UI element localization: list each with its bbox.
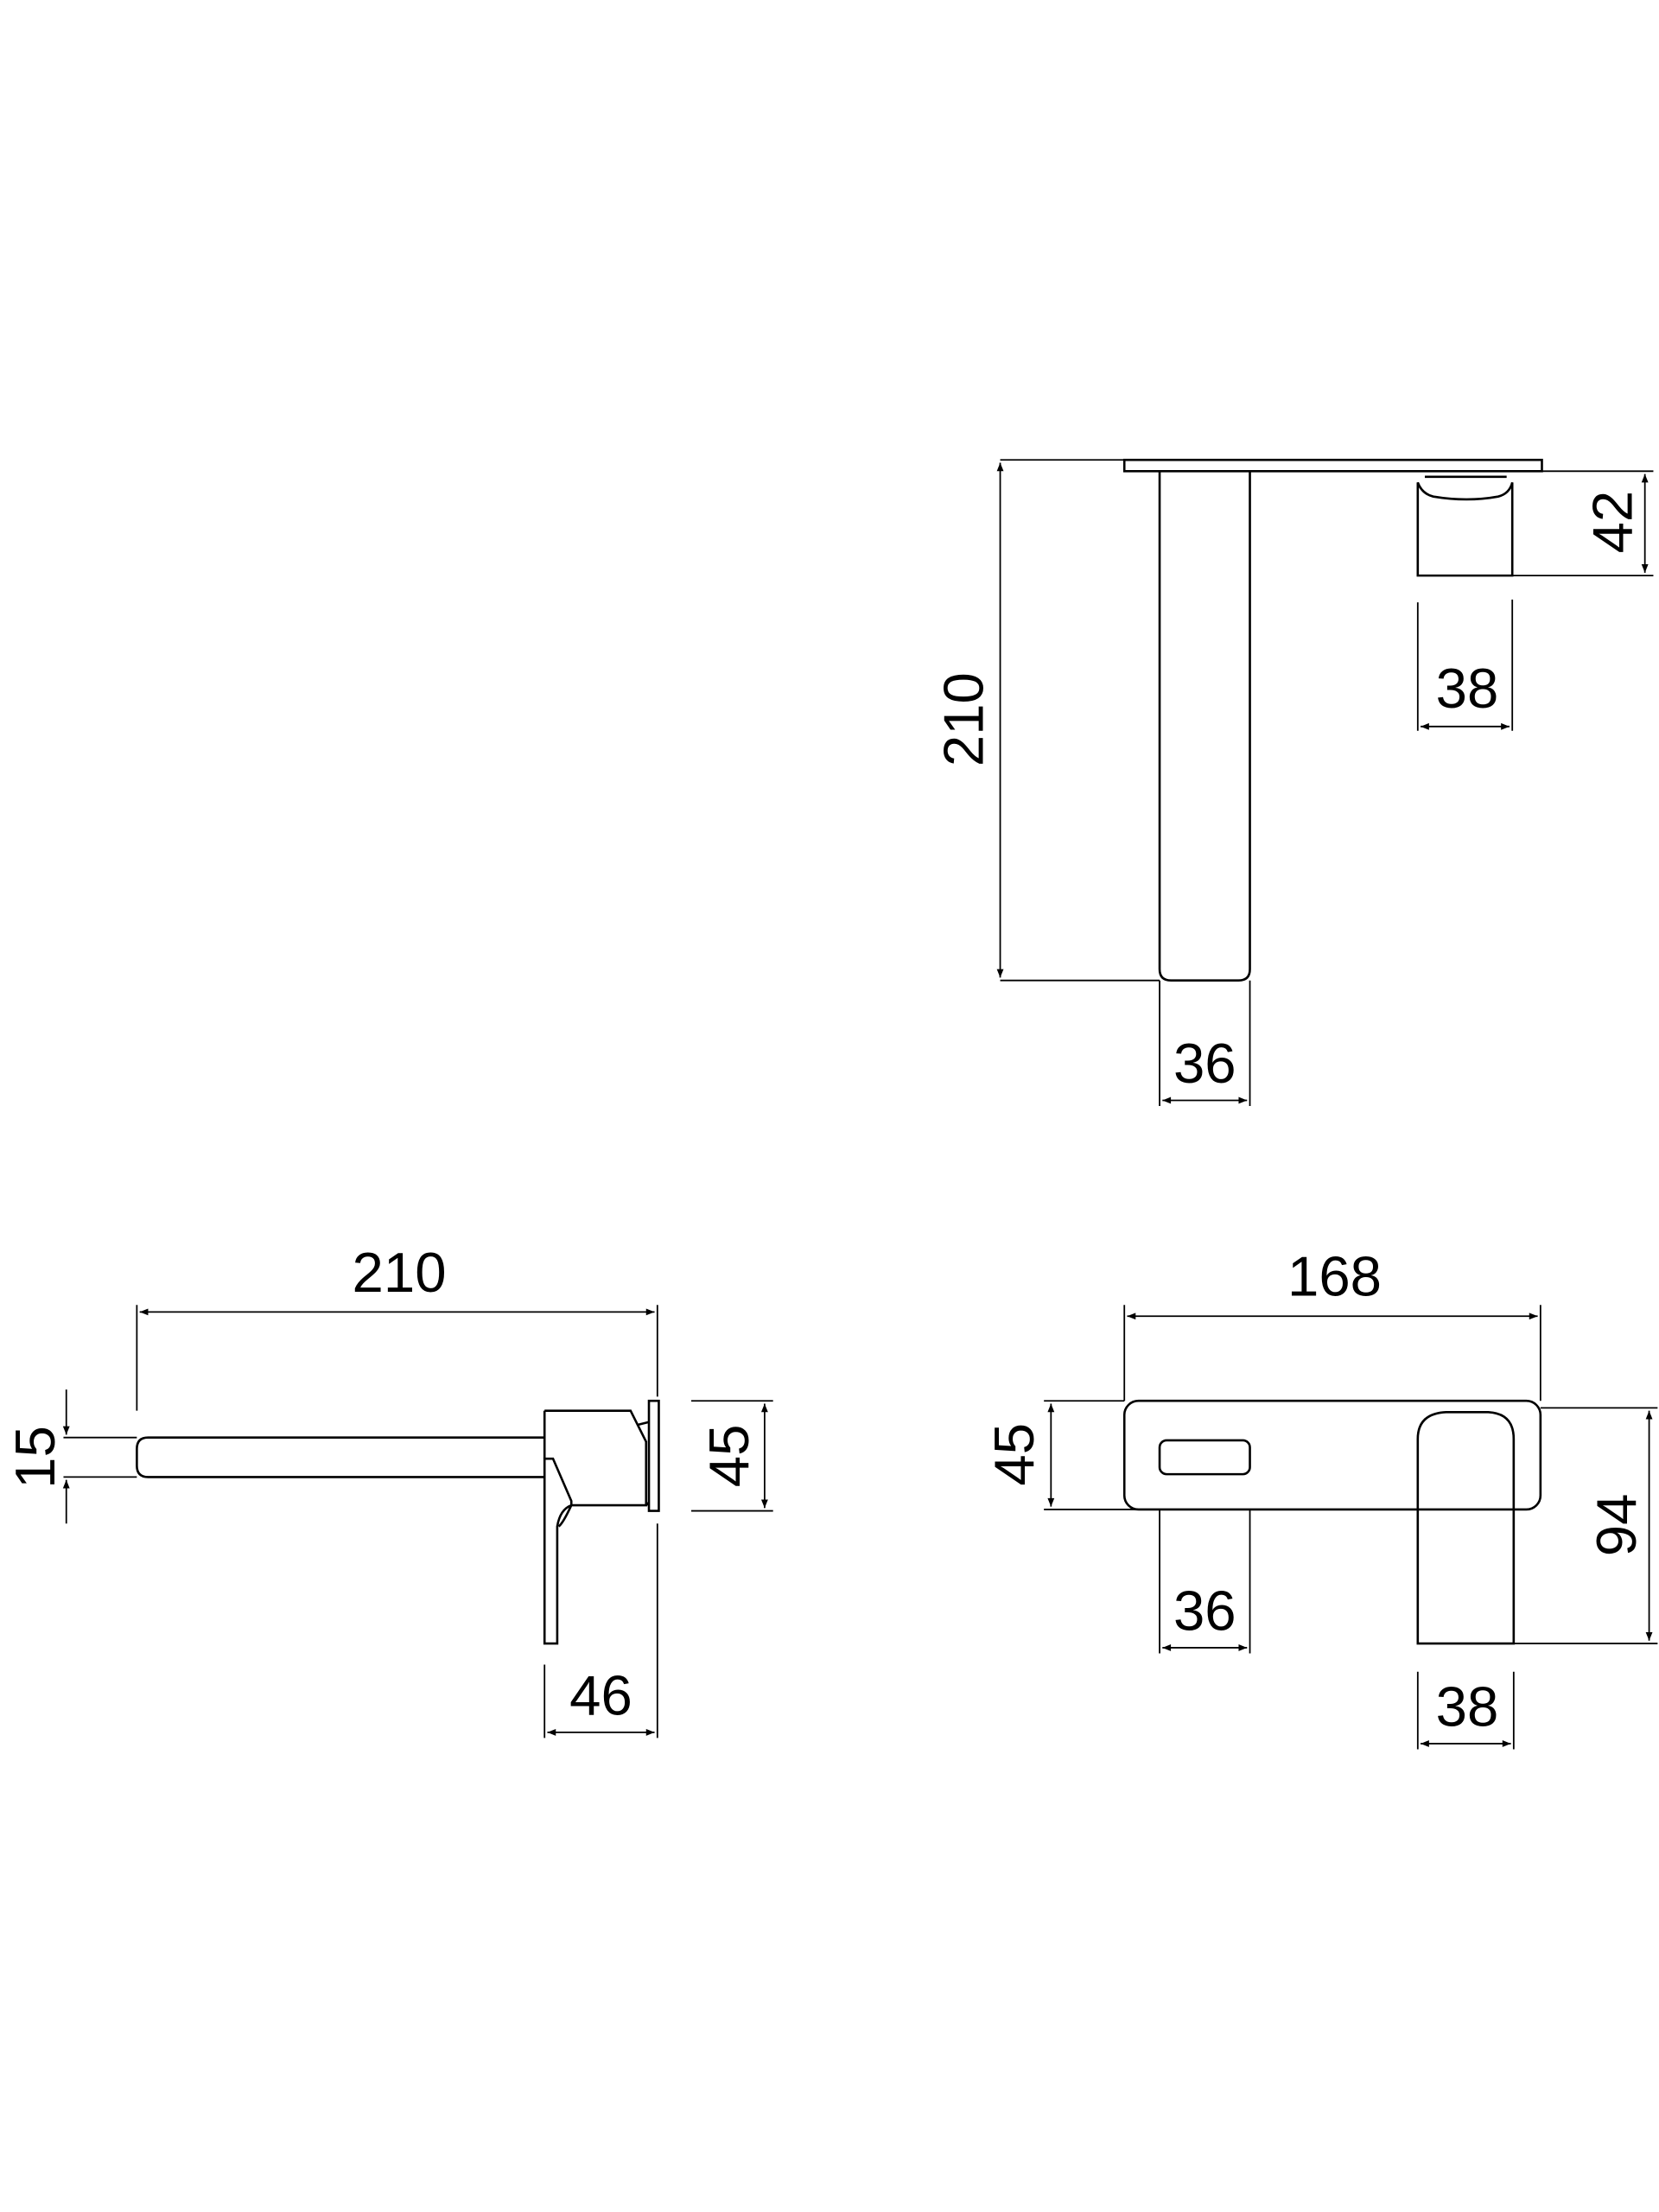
dim-label-side-15: 15 <box>3 1426 67 1489</box>
dim-label-front-36: 36 <box>1173 1580 1236 1643</box>
side-view: 210 15 45 46 <box>3 1241 773 1738</box>
valve-body <box>543 1409 648 1528</box>
dim-label-front-38: 38 <box>1436 1675 1499 1738</box>
wall-plate-side <box>647 1399 660 1512</box>
dim-label-side-45: 45 <box>697 1425 760 1488</box>
dim-label-top-38: 38 <box>1436 657 1499 720</box>
front-view: 168 45 94 36 38 <box>982 1245 1658 1750</box>
handle-outline <box>1416 475 1514 577</box>
spout-pipe <box>136 1436 545 1478</box>
lever-handle <box>543 1457 573 1645</box>
dim-label-side-210: 210 <box>353 1241 447 1304</box>
dim-label-front-94: 94 <box>1585 1494 1648 1557</box>
top-view: 210 42 38 36 <box>931 458 1654 1106</box>
wall-plate-front <box>1122 1399 1542 1511</box>
dim-label-front-168: 168 <box>1287 1245 1382 1308</box>
dim-label-top-36: 36 <box>1173 1032 1236 1095</box>
dim-label-side-46: 46 <box>569 1664 632 1727</box>
dim-label-front-45: 45 <box>982 1423 1046 1486</box>
dim-label-top-42: 42 <box>1580 491 1643 554</box>
dim-label-top-210: 210 <box>931 672 995 766</box>
handle-slot <box>1158 1439 1251 1476</box>
spout-front <box>1416 1410 1516 1645</box>
spout-outline <box>1158 471 1251 982</box>
wall-plate <box>1122 458 1543 473</box>
